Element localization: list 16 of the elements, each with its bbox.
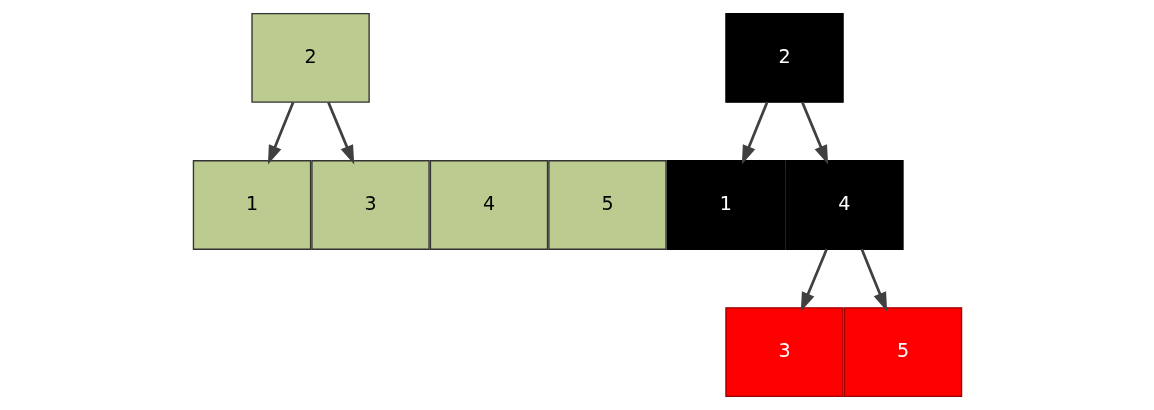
node-box: 5 (843, 307, 962, 398)
arrow (741, 101, 768, 165)
node-box: 4 (429, 160, 548, 250)
node-box: 4 (784, 160, 904, 250)
node-box: 5 (547, 160, 667, 250)
node-box: 3 (310, 160, 430, 250)
node-box: 2 (250, 12, 370, 103)
arrow (267, 101, 294, 165)
node-box: 2 (724, 12, 844, 103)
arrow (326, 101, 354, 165)
node-box: 1 (666, 160, 785, 250)
arrow (800, 248, 828, 312)
arrow (860, 248, 887, 312)
node-box: 1 (192, 160, 311, 250)
arrow (800, 101, 828, 165)
node-box: 3 (724, 307, 844, 398)
